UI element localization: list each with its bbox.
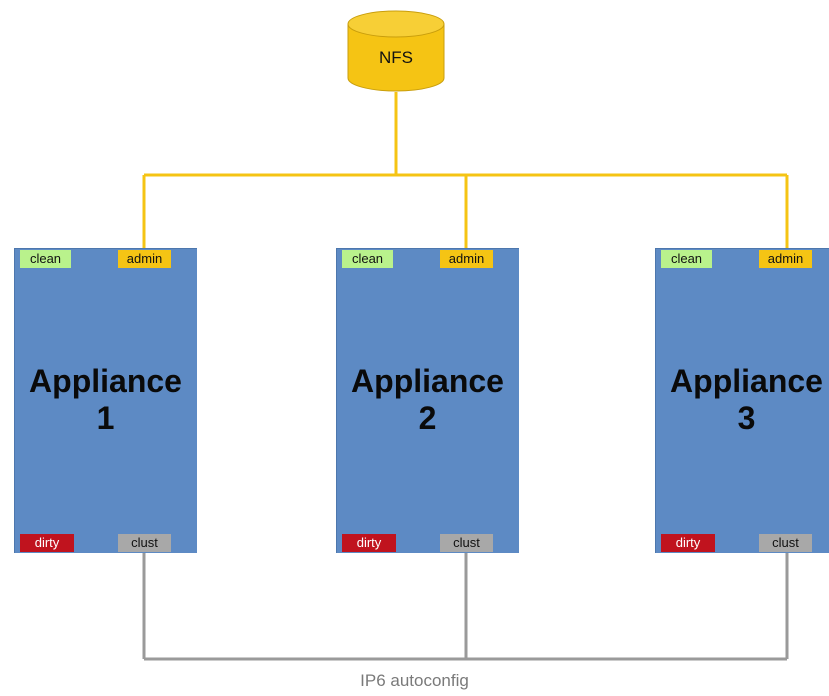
appliance-title-line1: Appliance [670,363,823,399]
appliance-title-line1: Appliance [351,363,504,399]
dirty-port-tag: dirty [661,534,715,552]
clust-port-tag: clust [759,534,812,552]
admin-port-tag: admin [118,250,171,268]
dirty-port-tag: dirty [342,534,396,552]
admin-port-tag: admin [440,250,493,268]
appliance-title-line1: Appliance [29,363,182,399]
appliance-2: clean admin Appliance 2 dirty clust [336,248,519,553]
nfs-storage-icon [347,10,445,92]
appliance-title-line2: 3 [737,400,756,436]
appliance-1: clean admin Appliance 1 dirty clust [14,248,197,553]
clean-port-tag: clean [661,250,712,268]
dirty-port-tag: dirty [20,534,74,552]
clean-port-tag: clean [20,250,71,268]
appliance-title: Appliance 2 [336,363,519,437]
nfs-label: NFS [379,48,413,67]
appliance-title: Appliance 3 [655,363,829,437]
appliance-title-line2: 1 [96,400,115,436]
ip6-network-label: IP6 autoconfig [360,671,469,690]
appliance-title-line2: 2 [418,400,437,436]
cluster-network-links [142,552,789,661]
clust-port-tag: clust [440,534,493,552]
clean-port-tag: clean [342,250,393,268]
appliance-title: Appliance 1 [14,363,197,437]
admin-port-tag: admin [759,250,812,268]
admin-network-links [142,92,789,250]
appliance-3: clean admin Appliance 3 dirty clust [655,248,829,553]
clust-port-tag: clust [118,534,171,552]
